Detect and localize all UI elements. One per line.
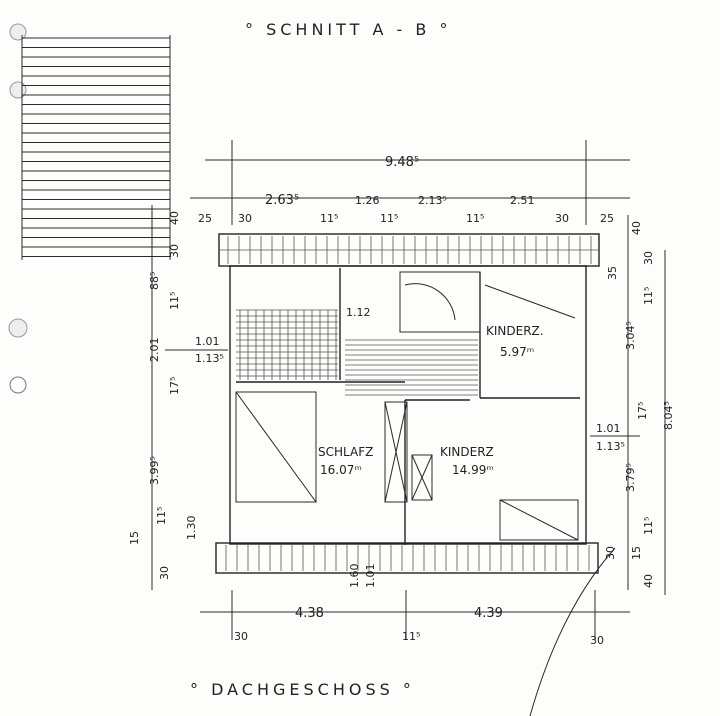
dim-left-window-b: 1.13⁵ <box>195 352 224 365</box>
dim-left-chain: 3.99⁵ <box>148 456 161 485</box>
dim-left-window-height: 1.30 <box>185 516 198 541</box>
floor-title: ° DACHGESCHOSS ° <box>190 680 415 699</box>
dim-bottom-door-a: 1.60 <box>348 564 361 589</box>
dim-left-small: 30 <box>168 244 181 258</box>
dim-bottom-small: 30 <box>590 634 604 647</box>
section-title: ° SCHNITT A - B ° <box>245 20 451 39</box>
room-schlafz-area: 16.07ᵐ <box>320 463 362 477</box>
dim-right-chain: 40 <box>642 574 655 588</box>
dim-right-chain: 40 <box>630 221 643 235</box>
dim-right-window-a: 1.01 <box>596 422 621 435</box>
room-kinderz-top-area: 5.97ᵐ <box>500 345 534 359</box>
bathroom-tiles <box>236 309 338 380</box>
dim-bottom-chain: 4.38 <box>295 606 324 621</box>
dim-left-chain: 88⁵ <box>148 272 161 290</box>
dim-top-chain: 1.26 <box>355 194 380 207</box>
dim-top-total: 9.48⁵ <box>385 155 419 170</box>
room-schlafz-label: SCHLAFZ <box>318 445 373 459</box>
dim-left-small: 11⁵ <box>155 507 168 525</box>
roof-band-top <box>218 233 600 267</box>
dim-left-window-a: 1.01 <box>195 335 220 348</box>
dimension-lines <box>151 140 666 716</box>
dim-right-window-b: 1.13⁵ <box>596 440 625 453</box>
dim-top-small: 25 <box>600 212 614 225</box>
dim-top-small: 11⁵ <box>320 212 338 225</box>
dim-right-chain: 3.04⁵ <box>624 321 637 350</box>
dim-bottom-chain: 4.39 <box>474 606 503 621</box>
dim-right-small: 30 <box>604 546 617 560</box>
dim-right-small: 15 <box>630 546 643 560</box>
dim-top-chain: 2.51 <box>510 194 535 207</box>
dim-right-chain: 3.79⁵ <box>624 463 637 492</box>
dim-top-small: 30 <box>555 212 569 225</box>
section-stack-hatch <box>21 35 171 260</box>
dim-top-small: 25 <box>198 212 212 225</box>
dim-right-chain: 30 <box>642 251 655 265</box>
dim-top-small: 30 <box>238 212 252 225</box>
dim-left-small: 17⁵ <box>168 377 181 395</box>
dim-bottom-small: 11⁵ <box>402 630 420 643</box>
walls <box>229 265 587 545</box>
dim-left-small: 11⁵ <box>168 292 181 310</box>
dim-left-chain: 30 <box>158 566 171 580</box>
room-kinderz-top-label: KINDERZ. <box>486 324 544 338</box>
dim-left-small: 15 <box>128 531 141 545</box>
dim-left-chain: 2.01 <box>148 338 161 363</box>
roof-band-bottom <box>215 542 599 574</box>
dim-bottom-small: 30 <box>234 630 248 643</box>
dim-top-small: 11⁵ <box>380 212 398 225</box>
dim-top-small: 11⁵ <box>466 212 484 225</box>
room-kinderz-label: KINDERZ <box>440 445 494 459</box>
dim-right-chain: 17⁵ <box>636 402 649 420</box>
staircase <box>345 339 478 396</box>
dim-right-small: 11⁵ <box>642 287 655 305</box>
dim-bottom-door-b: 1.01 <box>364 564 377 589</box>
dim-right-total: 8.04⁵ <box>662 401 675 430</box>
bath-dimension: 1.12 <box>346 306 371 319</box>
dim-top-chain: 2.13⁵ <box>418 194 447 207</box>
dim-right-small: 35 <box>606 266 619 280</box>
dim-top-chain: 2.63⁵ <box>265 193 299 208</box>
room-kinderz-area: 14.99ᵐ <box>452 463 494 477</box>
dim-left-small: 40 <box>168 211 181 225</box>
dim-right-small: 11⁵ <box>642 517 655 535</box>
